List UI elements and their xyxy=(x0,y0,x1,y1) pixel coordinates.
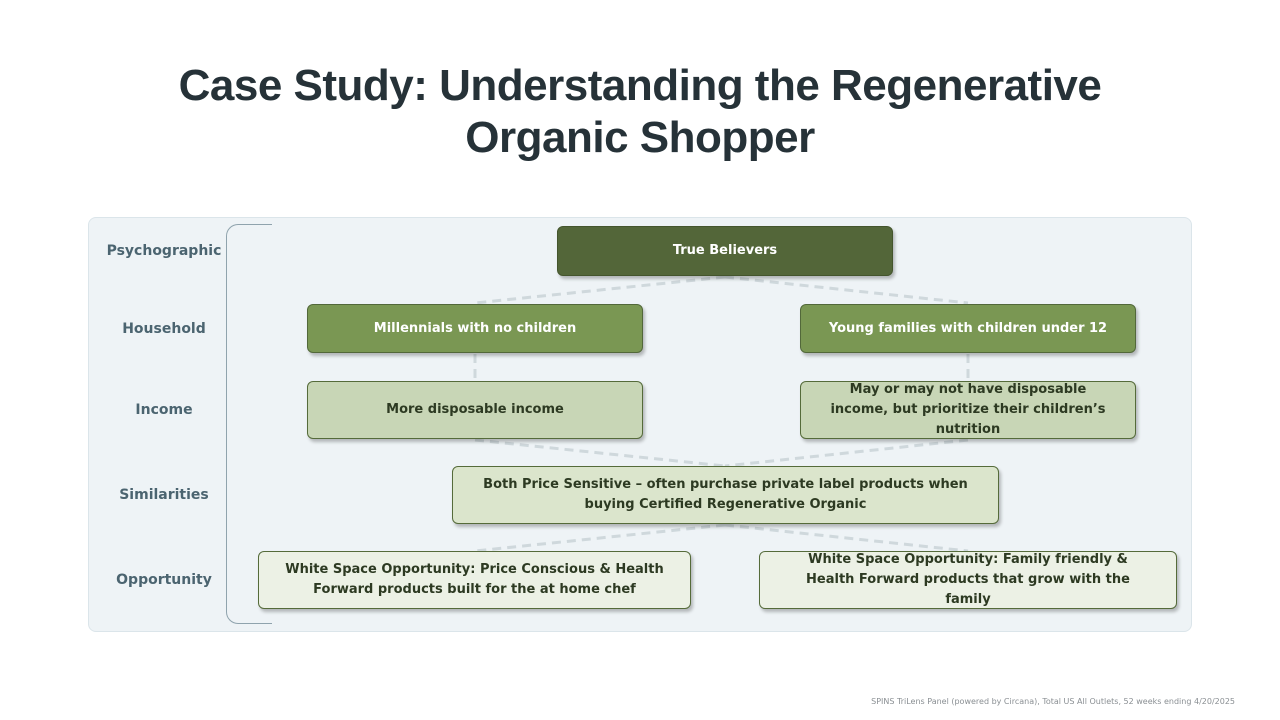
row-label-income: Income xyxy=(135,402,193,418)
node-income-left: More disposable income xyxy=(307,381,643,439)
row-label-similarities: Similarities xyxy=(119,487,209,503)
connector-believers-families xyxy=(724,275,969,305)
source-footnote: SPINS TriLens Panel (powered by Circana)… xyxy=(871,697,1235,706)
node-opportunity-right: White Space Opportunity: Family friendly… xyxy=(759,551,1177,609)
node-true-believers: True Believers xyxy=(557,226,893,276)
row-label-opportunity: Opportunity xyxy=(116,572,212,588)
row-label-psychographic: Psychographic xyxy=(106,243,222,259)
node-income-right: May or may not have disposable income, b… xyxy=(800,381,1136,439)
connector-income-left-similarity xyxy=(474,438,726,468)
connector-similarity-opportunity-right xyxy=(724,523,969,553)
node-millennials: Millennials with no children xyxy=(307,304,643,353)
node-opportunity-left: White Space Opportunity: Price Conscious… xyxy=(258,551,691,609)
connector-similarity-opportunity-left xyxy=(474,523,726,553)
connector-income-right-similarity xyxy=(724,438,969,468)
connector-believers-millennials xyxy=(474,275,726,305)
node-young-families: Young families with children under 12 xyxy=(800,304,1136,353)
page-title: Case Study: Understanding the Regenerati… xyxy=(178,61,1102,162)
row-bracket xyxy=(226,224,272,624)
node-similarity: Both Price Sensitive – often purchase pr… xyxy=(452,466,999,524)
row-label-household: Household xyxy=(122,321,206,337)
